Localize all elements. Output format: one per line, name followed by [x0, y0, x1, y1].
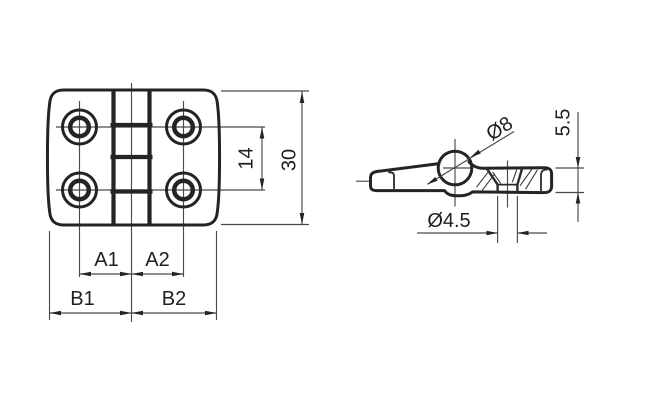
- dim-label-leaf-height: 5.5: [553, 109, 575, 137]
- front-view: A1 A2 B1 B2 14 30: [45, 83, 309, 322]
- knuckle-band: [110, 91, 153, 224]
- hole-diameter-dimension: [417, 230, 547, 236]
- leaf-height-dimension: [575, 112, 581, 222]
- side-view: Ø8 5.5 Ø4.5: [356, 109, 584, 243]
- barrel-diameter-leader: [427, 131, 515, 185]
- barrel-circle: [436, 149, 474, 187]
- dim-label-a1: A1: [94, 249, 118, 271]
- dim-label-height: 30: [279, 149, 301, 171]
- hinge-profile-outline: [369, 160, 554, 198]
- dim-label-b1: B1: [70, 288, 94, 310]
- dim-label-b2: B2: [162, 288, 186, 310]
- dim-label-hole-diameter: Ø4.5: [427, 210, 470, 232]
- dim-label-a2: A2: [145, 249, 169, 271]
- section-hatching: [476, 168, 538, 191]
- hinge-body-outline: [45, 88, 222, 227]
- mounting-holes: [61, 108, 202, 209]
- front-view-dimension-arrows: [49, 91, 305, 316]
- dim-label-hole-spacing: 14: [236, 147, 258, 169]
